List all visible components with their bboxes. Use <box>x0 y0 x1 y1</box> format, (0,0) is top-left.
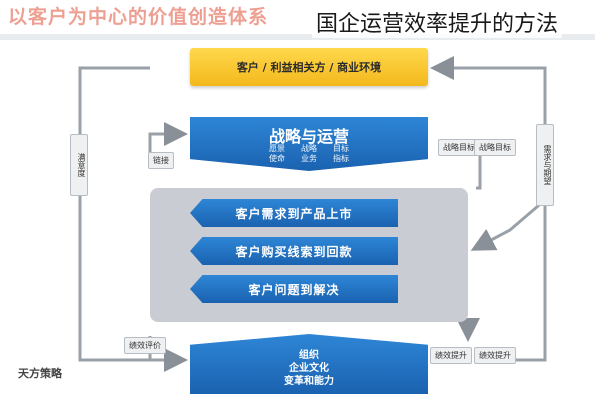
page-title: 国企运营效率提升的方法 <box>312 6 563 38</box>
strategy-row-1: 愿景 战略 目标 <box>269 144 349 153</box>
satisfaction-label: 满意度 <box>70 134 88 196</box>
organization-culture-block: 组织 企业文化 变革和能力 <box>190 334 428 394</box>
process-demand-to-launch: 客户需求到产品上市 <box>190 199 398 227</box>
strategy-operations-block: 战略与运营 愿景 战略 目标 使命 业务 指标 <box>190 117 428 171</box>
performance-improvement-tag-2: 绩效提升 <box>474 347 516 364</box>
background-title: 以客户为中心的价值创造体系 <box>8 6 269 28</box>
strategic-goal-tag-2: 战略目标 <box>474 139 516 156</box>
bottom-line-3: 变革和能力 <box>284 376 334 387</box>
strategy-title: 战略与运营 <box>268 127 349 146</box>
link-tag: 链接 <box>148 152 174 169</box>
process-lead-to-cash: 客户购买线索到回款 <box>190 237 398 265</box>
strategy-row-2: 使命 业务 指标 <box>269 154 349 163</box>
bottom-line-1: 组织 <box>299 350 319 361</box>
watermark: 天方策略 <box>14 364 66 382</box>
strategic-goal-tag-1: 战略目标 <box>438 139 480 156</box>
customer-environment-box: 客户 / 利益相关方 / 商业环境 <box>190 48 428 86</box>
process-issue-to-resolution: 客户问题到解决 <box>190 275 398 303</box>
bottom-line-2: 企业文化 <box>289 363 329 374</box>
needs-expectations-label: 需求与期望 <box>536 124 554 206</box>
header-bar <box>0 34 595 40</box>
performance-improvement-tag-1: 绩效提升 <box>430 347 472 364</box>
performance-evaluation-tag: 绩效评价 <box>124 337 166 354</box>
